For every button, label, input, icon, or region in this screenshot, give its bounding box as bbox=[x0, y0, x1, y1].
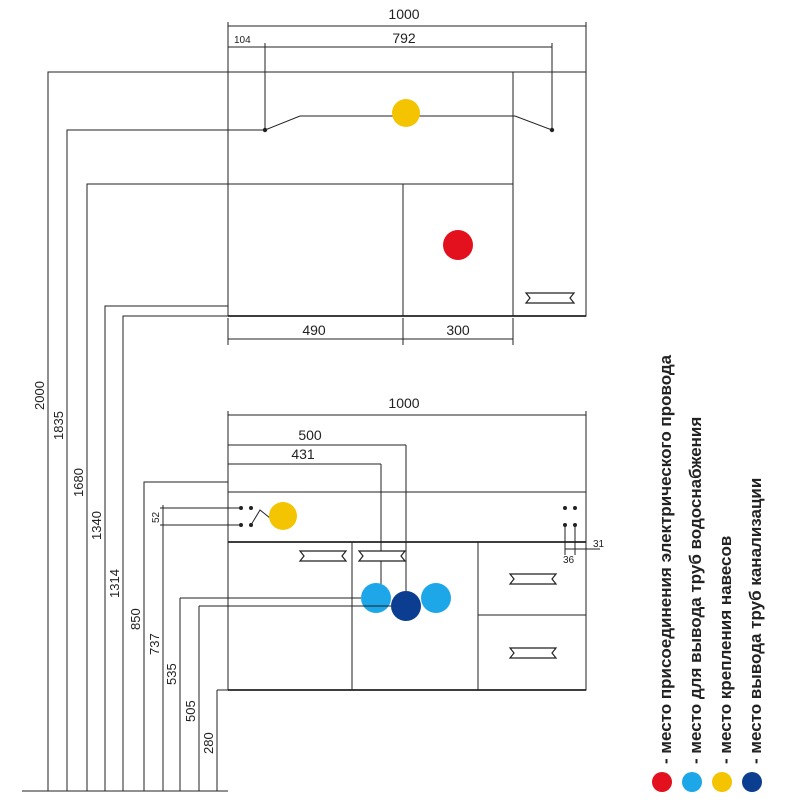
height-280-label: 280 bbox=[201, 732, 216, 754]
height-1680-label: 1680 bbox=[71, 468, 86, 497]
lower-width-label: 1000 bbox=[388, 395, 419, 411]
lower-hanger-point-dot bbox=[573, 506, 577, 510]
legend: - место присоединения электрического про… bbox=[652, 354, 765, 792]
lower-hanger-marker bbox=[269, 502, 297, 530]
height-737-label: 737 bbox=[147, 633, 162, 655]
lower-door-handle bbox=[357, 550, 407, 562]
lower-door-handle bbox=[298, 550, 348, 562]
legend-hanger-text: - место крепления навесов bbox=[716, 536, 735, 764]
lower-dim-52-label: 52 bbox=[151, 511, 162, 523]
legend-sewer-dot bbox=[742, 772, 762, 792]
lower-dim-36-label: 36 bbox=[563, 555, 575, 566]
height-850-label: 850 bbox=[128, 608, 143, 630]
upper-door-handle bbox=[524, 292, 576, 304]
legend-water-dot bbox=[682, 772, 702, 792]
legend-electric-text: - место присоединения электрического про… bbox=[656, 354, 675, 764]
height-535-label: 535 bbox=[164, 663, 179, 685]
upper-cabinet: 1000 104 792 490 300 bbox=[227, 6, 587, 345]
legend-water-text: - место для вывода труб водоснабжения bbox=[686, 417, 705, 764]
lower-dim-431-label: 431 bbox=[291, 446, 315, 462]
hanger-marker bbox=[392, 99, 420, 127]
upper-section-right-label: 300 bbox=[446, 322, 470, 338]
upper-offset-label: 104 bbox=[234, 35, 251, 46]
upper-width-label: 1000 bbox=[388, 6, 419, 22]
lower-hanger-point-dot bbox=[249, 506, 253, 510]
electric-marker bbox=[443, 230, 473, 260]
legend-hanger-dot bbox=[712, 772, 732, 792]
lower-hanger-point-dot bbox=[563, 506, 567, 510]
lower-dim-500-label: 500 bbox=[298, 427, 322, 443]
sewer-marker bbox=[391, 591, 421, 621]
height-505-label: 505 bbox=[183, 700, 198, 722]
hanger-point-dot bbox=[549, 127, 555, 133]
height-1340-label: 1340 bbox=[89, 511, 104, 540]
height-1314-label: 1314 bbox=[107, 569, 122, 598]
legend-electric-dot bbox=[652, 772, 672, 792]
water-marker bbox=[421, 583, 451, 613]
drawer-handle bbox=[508, 647, 558, 659]
height-1835-label: 1835 bbox=[51, 411, 66, 440]
water-marker bbox=[361, 583, 391, 613]
upper-section-left-label: 490 bbox=[302, 322, 326, 338]
upper-hinge-span-label: 792 bbox=[392, 30, 416, 46]
height-2000-label: 2000 bbox=[32, 381, 47, 410]
lower-cabinet: 1000 500 431 36 31 52 bbox=[151, 395, 605, 691]
drawer-handle bbox=[508, 573, 558, 585]
legend-sewer-text: - место вывода труб канализации bbox=[746, 478, 765, 764]
lower-dim-31-label: 31 bbox=[593, 539, 605, 550]
height-dimensions: 2000 1835 1680 1340 1314 850 737 535 505… bbox=[22, 71, 586, 792]
